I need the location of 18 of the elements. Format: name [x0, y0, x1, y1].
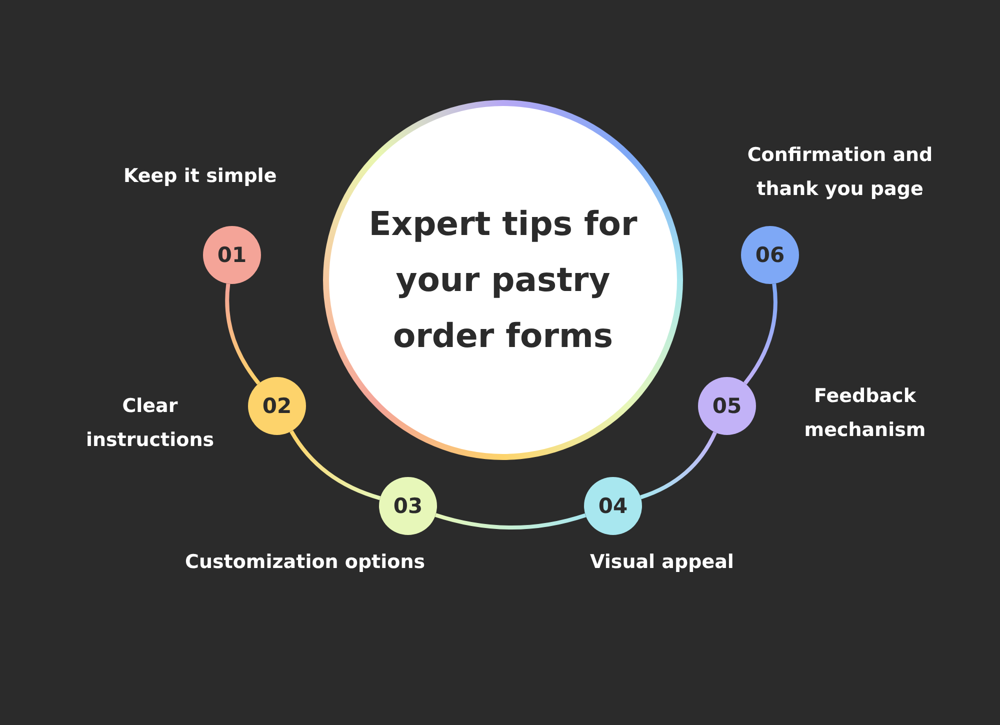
step-number: 02 — [261, 393, 293, 420]
step-number: 04 — [597, 493, 629, 520]
step-number: 03 — [392, 493, 424, 520]
tip-label: Feedback mechanism — [803, 384, 927, 443]
tip-label: Clear instructions — [84, 394, 216, 453]
connector-line — [744, 283, 778, 385]
tip-label: Customization options — [185, 550, 426, 575]
step-number: 05 — [711, 393, 743, 420]
connector-line — [434, 513, 586, 530]
step-number: 06 — [754, 242, 786, 269]
connector-line — [290, 430, 381, 500]
tip-label: Confirmation and thank you page — [746, 143, 934, 202]
connector-line — [640, 432, 717, 500]
step-number: 01 — [216, 242, 248, 269]
title-text: Expert tips for your pastry order forms — [368, 203, 638, 357]
tip-label: Visual appeal — [590, 550, 734, 575]
tip-label: Keep it simple — [124, 164, 277, 189]
connector-line — [225, 284, 260, 385]
